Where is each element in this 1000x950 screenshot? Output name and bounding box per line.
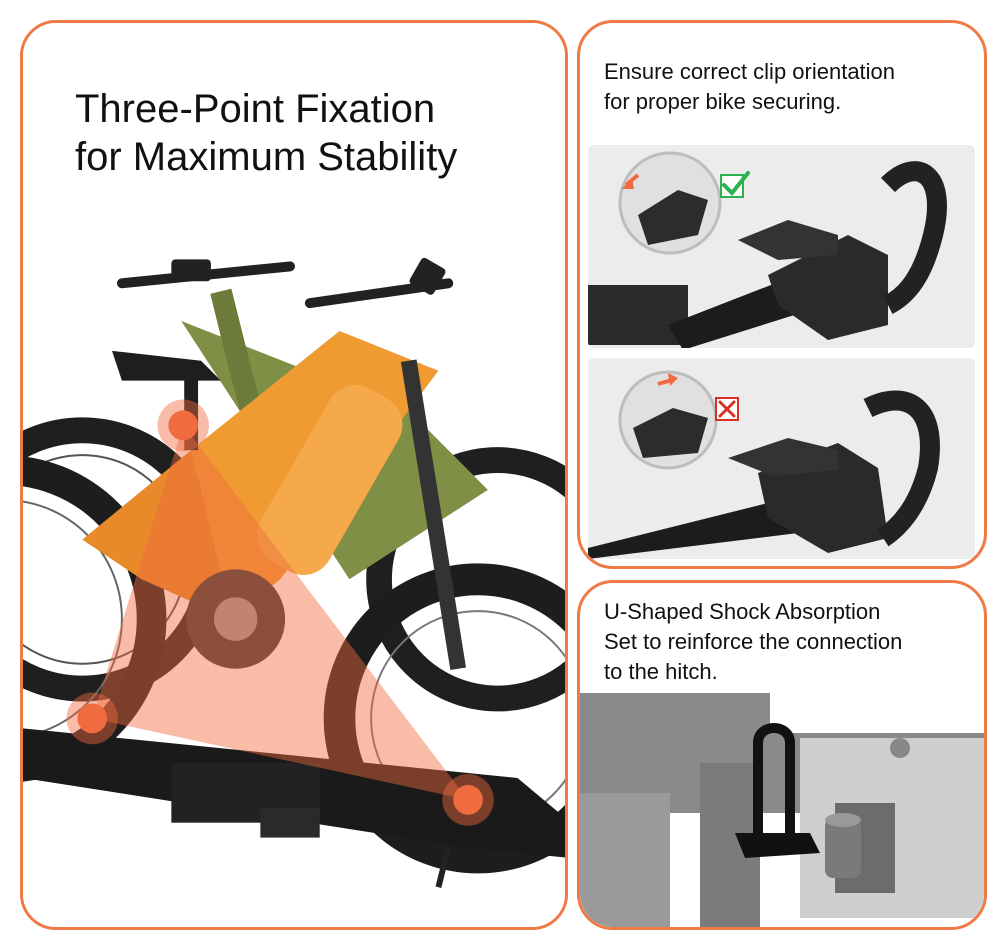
u-shaped-shock-absorption-panel: U-Shaped Shock Absorption Set to reinfor… <box>577 580 987 930</box>
fixation-triangle-overlay <box>92 425 469 800</box>
caption-line-1: Ensure correct clip orientation <box>604 59 896 84</box>
hitch-connection-photo <box>580 693 984 927</box>
green-check-icon <box>720 171 750 198</box>
clip-orientation-panel: Ensure correct clip orientation for prop… <box>577 20 987 569</box>
caption-line-1: U-Shaped Shock Absorption <box>604 599 881 624</box>
shock-absorption-caption: U-Shaped Shock Absorption Set to reinfor… <box>604 597 902 687</box>
caption-line-2: Set to reinforce the connection <box>604 629 903 654</box>
red-x-icon <box>715 397 739 421</box>
caption-line-3: to the hitch. <box>604 659 718 684</box>
bike-rack-photo <box>23 23 565 927</box>
orange-bike-illustration <box>23 257 565 874</box>
correct-clip-photo <box>588 145 975 348</box>
fixation-point-markers <box>66 399 494 826</box>
incorrect-clip-illustration <box>588 358 975 559</box>
three-point-fixation-panel: Three-Point Fixation for Maximum Stabili… <box>20 20 568 930</box>
caption-line-2: for proper bike securing. <box>604 89 842 114</box>
headline: Three-Point Fixation for Maximum Stabili… <box>75 85 457 181</box>
incorrect-clip-photo <box>588 358 975 559</box>
headline-line-2: for Maximum Stability <box>75 135 458 179</box>
u-bolt-hitch-illustration <box>580 693 984 927</box>
hitch-rack-illustration <box>23 728 565 888</box>
clip-orientation-caption: Ensure correct clip orientation for prop… <box>604 57 895 117</box>
correct-clip-illustration <box>588 145 975 348</box>
headline-line-1: Three-Point Fixation <box>75 87 436 131</box>
